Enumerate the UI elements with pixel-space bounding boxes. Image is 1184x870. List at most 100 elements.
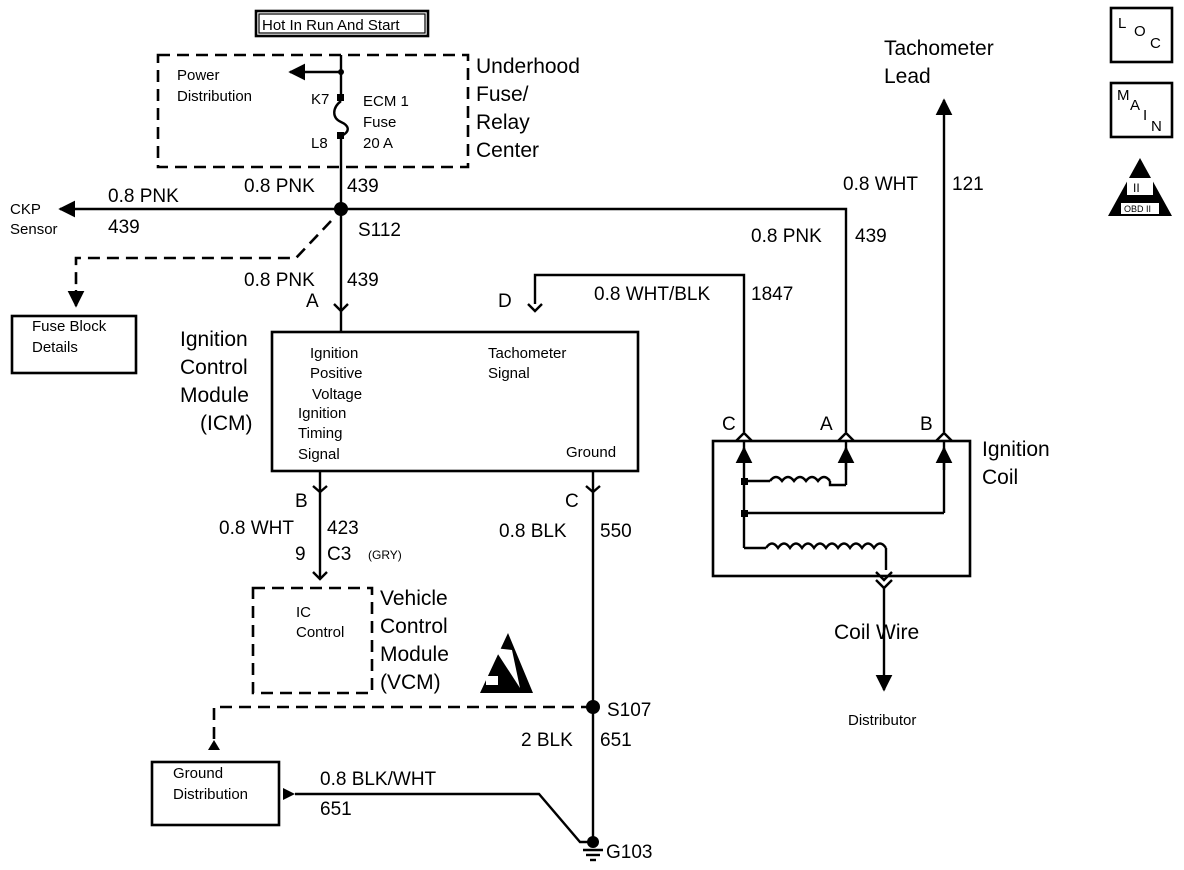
underhood-fuse-relay-center: Power Distribution K7 L8 ECM 1 Fuse 20 A… — [156, 53, 580, 169]
diagram-label: Tachometer — [488, 345, 566, 362]
diagram-label: 439 — [855, 226, 887, 247]
primary-winding-icon — [769, 475, 831, 483]
diagram-label: B — [920, 414, 933, 435]
diagram-label: A — [306, 291, 319, 312]
ignition-coil: C A B Ignition Coil — [711, 414, 1050, 578]
diagram-label: B — [295, 491, 308, 512]
diagram-label: (GRY) — [368, 548, 402, 562]
fuse-block-dashed — [74, 220, 332, 300]
diagram-label: 651 — [320, 799, 352, 820]
ckp-sensor-label: CKP — [10, 201, 41, 218]
diagram-label: Signal — [298, 446, 340, 463]
ground-distribution-box: Ground Distribution — [150, 760, 281, 827]
diagram-label: S107 — [607, 700, 651, 721]
diagram-label: OBD II — [1124, 204, 1151, 214]
hot-in-run-label: Hot In Run And Start — [254, 9, 430, 38]
diagram-label: Distribution — [173, 786, 248, 803]
ignition-control-module: Ignition Positive Voltage Ignition Timin… — [180, 328, 640, 473]
diagram-label: 423 — [327, 518, 359, 539]
diagram-label: Ground — [173, 765, 223, 782]
fuse-name: ECM 1 — [363, 93, 409, 110]
diagram-label: Relay — [476, 111, 530, 134]
diagram-label: 1847 — [751, 284, 793, 305]
esd-warning-icon — [480, 633, 533, 693]
diagram-label: 20 A — [363, 135, 393, 152]
wht-blk-wire — [533, 273, 746, 432]
diagram-label: Signal — [488, 365, 530, 382]
diagram-label: 0.8 PNK — [751, 226, 822, 247]
diagram-label: C3 — [327, 544, 351, 565]
obd-ii-icon: II OBD II — [1108, 158, 1172, 216]
diagram-label: L — [1118, 15, 1126, 32]
ground-dist-dashed — [212, 705, 593, 744]
ground-g103 — [587, 836, 599, 848]
diagram-label: Hot In Run And Start — [262, 17, 400, 34]
diagram-label: Ignition — [310, 345, 358, 362]
main-icon: M A I N — [1109, 81, 1174, 139]
diagram-label: Distributor — [848, 712, 916, 729]
secondary-winding-icon — [765, 542, 887, 551]
pnk-coil-wire — [341, 207, 848, 432]
diagram-label: C — [565, 491, 579, 512]
diagram-label: 0.8 WHT — [219, 518, 294, 539]
diagram-label: 2 BLK — [521, 730, 573, 751]
diagram-label: Module — [380, 643, 449, 666]
diagram-label: IC — [296, 604, 311, 621]
diagram-label: Voltage — [312, 386, 362, 403]
diagram-label: 651 — [600, 730, 632, 751]
diagram-label: 550 — [600, 521, 632, 542]
diagram-label: S112 — [358, 220, 401, 241]
vehicle-control-module: IC Control Vehicle Control Module (VCM) — [251, 586, 449, 695]
diagram-label: Fuse — [363, 114, 396, 131]
diagram-label: 439 — [108, 217, 140, 238]
diagram-label: Ignition — [180, 328, 248, 351]
l8-label: L8 — [311, 135, 328, 152]
diagram-label: G103 — [606, 842, 652, 863]
diagram-label: Details — [32, 339, 78, 356]
diagram-label: 0.8 WHT — [843, 174, 918, 195]
diagram-label: Sensor — [10, 221, 58, 238]
diagram-label: Ground — [566, 444, 616, 461]
diagram-label: Control — [296, 624, 344, 641]
k7-label: K7 — [311, 91, 329, 108]
diagram-label: 0.8 WHT/BLK — [594, 284, 710, 305]
ground-symbol-icon — [583, 848, 603, 862]
diagram-label: 0.8 PNK — [244, 176, 315, 197]
diagram-label: A — [820, 414, 833, 435]
diagram-label: 0.8 BLK/WHT — [320, 769, 437, 790]
diagram-label: 9 — [295, 544, 306, 565]
diagram-label: Lead — [884, 65, 931, 88]
diagram-label: M — [1117, 87, 1130, 104]
fuse-block-details-box: Fuse Block Details — [10, 314, 138, 375]
diagram-label: 439 — [347, 270, 379, 291]
diagram-label: I — [1143, 107, 1147, 124]
diagram-label: 439 — [347, 176, 379, 197]
blk-wht-wire — [295, 792, 593, 844]
loc-icon: L O C — [1109, 6, 1174, 64]
diagram-label: II — [1133, 181, 1140, 195]
diagram-label: Ignition — [298, 405, 346, 422]
diagram-label: Vehicle — [380, 587, 448, 610]
diagram-label: 0.8 BLK — [499, 521, 567, 542]
diagram-label: 0.8 PNK — [108, 186, 179, 207]
tach-lead-label: Tachometer — [884, 37, 994, 60]
diagram-label: Control — [180, 356, 248, 379]
diagram-label: 0.8 PNK — [244, 270, 315, 291]
diagram-label: Coil Wire — [834, 621, 919, 644]
diagram-label: Fuse Block — [32, 318, 107, 335]
diagram-label: Fuse/ — [476, 83, 529, 106]
diagram-label: Control — [380, 615, 448, 638]
diagram-label: O — [1134, 23, 1146, 40]
diagram-label: C — [722, 414, 736, 435]
diagram-label: Positive — [310, 365, 363, 382]
power-distribution-label: Power — [177, 67, 220, 84]
diagram-label: Ignition — [982, 438, 1050, 461]
fuse-icon — [333, 100, 349, 138]
diagram-label: D — [498, 291, 512, 312]
diagram-label: Timing — [298, 425, 342, 442]
diagram-label: Distribution — [177, 88, 252, 105]
diagram-label: Center — [476, 139, 539, 162]
underhood-center-name: Underhood — [476, 55, 580, 78]
diagram-label: N — [1151, 118, 1162, 135]
